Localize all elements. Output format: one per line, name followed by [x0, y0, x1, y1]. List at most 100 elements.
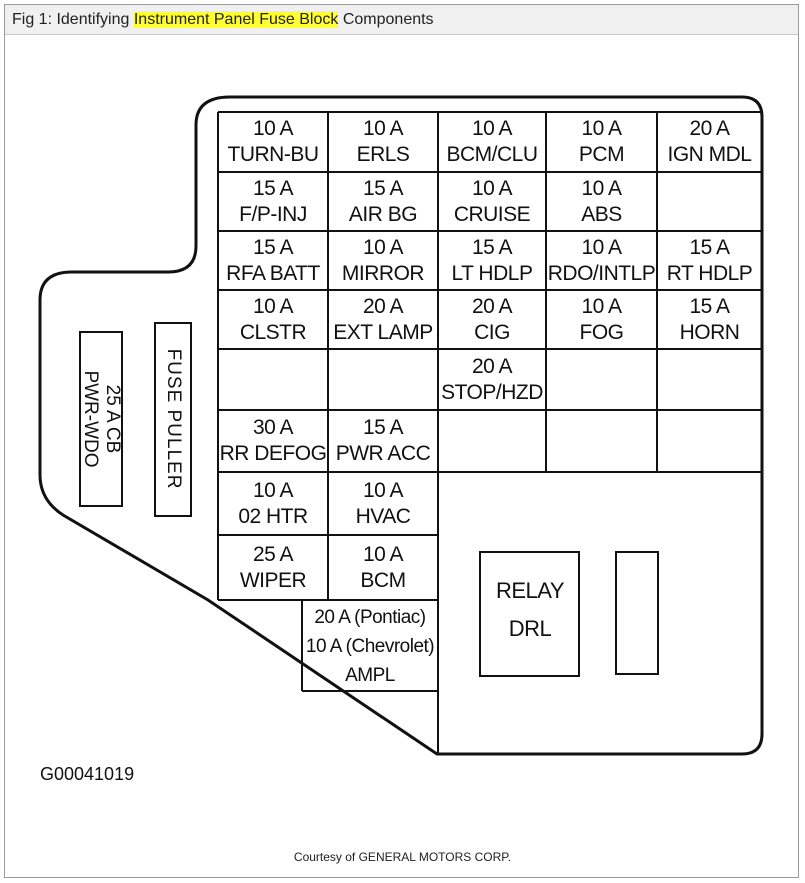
fuse-circuit-name: CRUISE — [453, 202, 531, 226]
ampl-fuse-label: 20 A (Pontiac) 10 A (Chevrolet) AMPL — [302, 601, 438, 691]
courtesy-credit: Courtesy of GENERAL MOTORS CORP. — [293, 850, 512, 864]
fuse-amperage: 10 A — [471, 176, 513, 200]
fuse-circuit-name: IGN MDL — [667, 143, 752, 166]
fuse-circuit-name: RDO/INTLP — [547, 261, 656, 285]
fuse-circuit-name: RFA BATT — [226, 261, 320, 285]
fuse-circuit-name: F/P-INJ — [239, 202, 307, 226]
fuse-amperage: 15 A — [689, 294, 730, 318]
fuse-circuit-name: TURN-BU — [227, 143, 320, 166]
fuse-circuit-name: FOG — [579, 320, 625, 344]
fuse-amperage: 10 A — [581, 294, 622, 318]
fuse-amperage: 15 A — [252, 176, 294, 200]
figure-caption: Fig 1: Identifying Instrument Panel Fuse… — [5, 5, 798, 35]
cb-name: PWR-WDO — [80, 370, 101, 468]
fuse-turn-bu: 10 A TURN-BU — [218, 112, 328, 172]
blank-relay-slot — [615, 551, 659, 675]
fuse-amperage: 10 A — [362, 117, 404, 140]
relay-line: RELAY — [495, 578, 565, 603]
fuse-circuit-name: PCM — [578, 143, 625, 166]
fuse-circuit-name: ABS — [581, 202, 622, 226]
fuse-amperage: 15 A — [471, 235, 513, 259]
fuse-amperage: 20 A — [362, 294, 404, 318]
fuse-amperage: 15 A — [689, 235, 730, 259]
fuse-circuit-name: STOP/HZD — [441, 380, 543, 404]
fuse-circuit-name: MIRROR — [341, 261, 425, 285]
fuse-amperage: 10 A — [581, 117, 622, 140]
fuse-circuit-name: EXT LAMP — [333, 320, 433, 344]
fuse-amperage: 20 A — [471, 294, 513, 318]
fuse-amperage: 10 A — [581, 176, 622, 200]
fuse-puller-label: FUSE PULLER — [163, 348, 184, 490]
fuse-puller-box — [154, 322, 192, 517]
figure-frame: Fig 1: Identifying Instrument Panel Fuse… — [4, 4, 799, 878]
caption-highlight: Instrument Panel Fuse Block — [133, 11, 339, 28]
caption-prefix: Fig 1: Identifying — [12, 11, 134, 28]
fuse-circuit-name: BCM/CLU — [446, 143, 538, 166]
fuse-amperage: 10 A — [362, 542, 404, 566]
fuse-amperage: 10 A — [362, 478, 404, 502]
fuse-circuit-name: PWR ACC — [335, 442, 431, 465]
fuse-pwr-acc: 15 A PWR ACC — [328, 410, 438, 472]
caption-suffix: Components — [338, 11, 434, 28]
fuse-rr-defog: 30 A RR DEFOG — [218, 410, 328, 472]
ampl-line-name: AMPL — [345, 664, 395, 686]
ampl-line-pontiac: 20 A (Pontiac) — [314, 606, 426, 628]
circuit-breaker-box — [79, 331, 123, 507]
fuse-circuit-name: RR DEFOG — [219, 442, 327, 465]
fuse-circuit-name: ERLS — [356, 143, 410, 166]
fuse-circuit-name: CLSTR — [239, 320, 307, 344]
fuse-amperage: 10 A — [252, 117, 294, 140]
fuse-circuit-name: RT HDLP — [666, 261, 753, 285]
cb-rating: 25 A CB — [102, 384, 123, 454]
fuse-circuit-name: HVAC — [355, 504, 411, 528]
fuse-amperage: 25 A — [252, 542, 294, 566]
fuse-circuit-name: HORN — [679, 320, 740, 344]
fuse-amperage: 10 A — [581, 235, 622, 259]
fuse-amperage: 20 A — [471, 354, 513, 378]
fuse-amperage: 10 A — [471, 117, 513, 140]
fuse-pcm: 10 A PCM — [546, 112, 657, 172]
fuse-circuit-name: AIR BG — [348, 202, 418, 226]
fuse-circuit-name: 02 HTR — [238, 504, 308, 528]
fuse-circuit-name: LT HDLP — [451, 261, 533, 285]
drl-line: DRL — [508, 616, 552, 641]
fuse-grid — [217, 111, 762, 754]
fuse-amperage: 15 A — [362, 176, 404, 200]
fuse-block-outline — [38, 95, 764, 756]
relay-drl-box — [479, 551, 580, 677]
fuse-amperage: 10 A — [362, 235, 404, 259]
ampl-line-chevrolet: 10 A (Chevrolet) — [305, 635, 435, 657]
fuse-amperage: 10 A — [252, 478, 294, 502]
relay-drl-label: RELAY DRL — [480, 570, 580, 650]
fuse-bcm-clu: 10 A BCM/CLU — [438, 112, 546, 172]
fuse-ign-mdl: 20 A IGN MDL — [657, 112, 762, 172]
fuse-erls: 10 A ERLS — [328, 112, 438, 172]
figure-id: G00041019 — [40, 764, 135, 784]
fuse-amperage: 30 A — [252, 416, 294, 439]
circuit-breaker-label: 25 A CB PWR-WDO — [79, 332, 123, 506]
fuse-amperage: 20 A — [689, 117, 730, 140]
fuse-amperage: 15 A — [362, 416, 404, 439]
fuse-amperage: 10 A — [252, 294, 294, 318]
fuse-circuit-name: CIG — [474, 320, 510, 344]
fuse-circuit-name: WIPER — [239, 568, 307, 592]
